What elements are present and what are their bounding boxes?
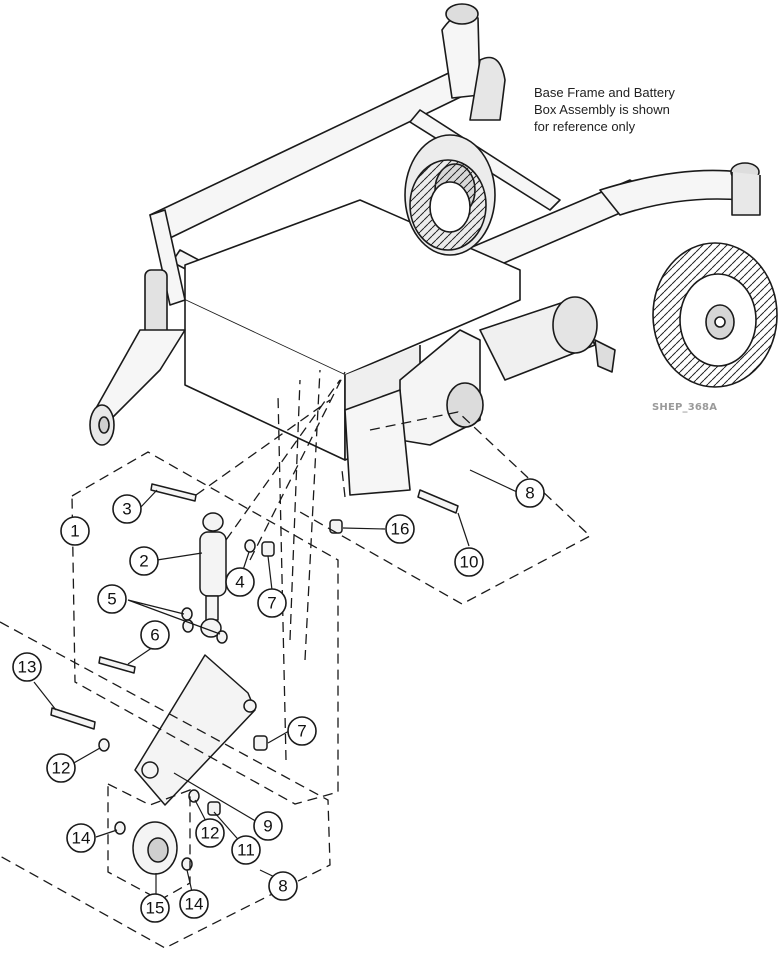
suspension-arm	[134, 654, 256, 806]
callout-16: 16	[385, 514, 415, 544]
callout-14-left: 14	[66, 823, 96, 853]
callout-4: 4	[225, 567, 255, 597]
callout-15: 15	[140, 893, 170, 923]
svg-text:12: 12	[201, 824, 220, 843]
bolt-6	[98, 656, 136, 674]
svg-text:14: 14	[185, 895, 204, 914]
svg-text:6: 6	[150, 626, 159, 645]
svg-text:11: 11	[237, 841, 255, 860]
outline-assembly-1	[71, 451, 339, 805]
callout-6: 6	[140, 620, 170, 650]
svg-text:3: 3	[122, 500, 131, 519]
callout-13: 13	[12, 652, 42, 682]
svg-text:9: 9	[263, 817, 272, 836]
note-line-3: for reference only	[534, 119, 636, 134]
svg-text:8: 8	[278, 877, 287, 896]
svg-text:15: 15	[146, 899, 165, 918]
svg-text:13: 13	[18, 658, 37, 677]
nut-16	[329, 519, 343, 534]
note-line-2: Box Assembly is shown	[534, 102, 670, 117]
nut-7-upper	[261, 541, 275, 557]
svg-text:14: 14	[72, 829, 91, 848]
washer-4	[244, 539, 256, 553]
svg-text:8: 8	[525, 484, 534, 503]
callout-9: 9	[253, 811, 283, 841]
svg-text:16: 16	[391, 520, 410, 539]
base-frame-assembly	[89, 3, 778, 496]
svg-text:1: 1	[70, 522, 79, 541]
callout-1: 1	[60, 516, 90, 546]
callout-10: 10	[454, 547, 484, 577]
note-line-1: Base Frame and Battery	[534, 85, 675, 100]
callout-3: 3	[112, 494, 142, 524]
callout-12-lower: 12	[195, 818, 225, 848]
callout-8-upper: 8	[515, 478, 545, 508]
svg-text:10: 10	[460, 553, 479, 572]
figure-id-label: SHEP_368A	[652, 402, 718, 413]
svg-text:5: 5	[107, 590, 116, 609]
callout-7-upper: 7	[257, 588, 287, 618]
callout-7-lower: 7	[287, 716, 317, 746]
callout-2: 2	[129, 546, 159, 576]
nut-7-lower	[253, 735, 268, 751]
bolt-13	[50, 707, 96, 730]
shock-absorber	[199, 512, 227, 638]
svg-text:7: 7	[267, 594, 276, 613]
reference-note: Base Frame and Battery Box Assembly is s…	[534, 84, 734, 135]
outline-assembly-8-lower	[0, 621, 331, 949]
callout-14-right: 14	[179, 889, 209, 919]
svg-text:12: 12	[52, 759, 71, 778]
callouts: 1 2 3 4 5 6 7 7 8 8 9 10 11 12 12 13 14 …	[12, 478, 545, 923]
assembly-outlines	[0, 369, 592, 949]
leader-lines	[33, 469, 518, 897]
callout-5: 5	[97, 584, 127, 614]
svg-text:2: 2	[139, 552, 148, 571]
bolt-10	[417, 489, 459, 514]
svg-text:4: 4	[235, 573, 244, 592]
svg-text:7: 7	[297, 722, 306, 741]
callout-11: 11	[231, 835, 261, 865]
callout-12-upper: 12	[46, 753, 76, 783]
callout-8-lower: 8	[268, 871, 298, 901]
bolt-3	[150, 483, 197, 502]
